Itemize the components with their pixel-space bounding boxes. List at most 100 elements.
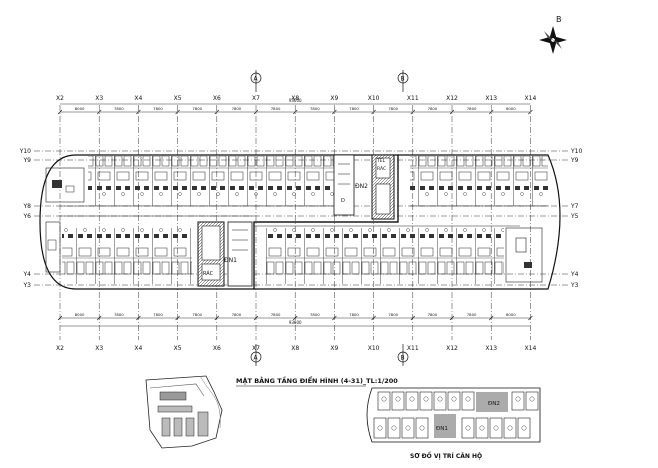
key-core-dn2-label: ĐN2 (488, 401, 500, 407)
east-end-units (505, 227, 543, 283)
x-axis-label: X3 (95, 345, 103, 352)
apartment-key-plan: ĐN2 ĐN1 SƠ ĐỒ VỊ TRÍ CĂN HỘ (366, 387, 541, 460)
y-axis-label-right: Y3 (570, 282, 579, 289)
x-axis-label: X6 (213, 345, 221, 352)
key-core-dn1-label: ĐN1 (436, 426, 448, 432)
dimension-label: 7800 (388, 312, 398, 317)
y-axis-label-right: Y7 (570, 203, 579, 210)
corridor (60, 205, 548, 227)
x-axis-label: X7 (252, 95, 260, 102)
core-dn1-label: ĐN1 (224, 257, 237, 264)
section-mark-b-label: B (401, 76, 405, 83)
compass-label: B (556, 15, 562, 24)
dimension-label: 8000 (506, 312, 516, 317)
x-axis-label: X3 (95, 95, 103, 102)
dimension-label: 7800 (271, 106, 281, 111)
dimension-label: 7800 (114, 312, 124, 317)
y-axis-label-right: Y5 (570, 213, 579, 220)
x-axis-label: X9 (330, 95, 338, 102)
key-unit-cell (373, 417, 387, 439)
x-axis-label: X5 (174, 345, 182, 352)
x-axis-label: X4 (134, 345, 142, 352)
key-unit-cell (517, 417, 531, 439)
x-axis-label: X12 (446, 345, 458, 352)
dimension-label: 7800 (428, 312, 438, 317)
dimension-label: 7800 (428, 106, 438, 111)
dimension-label: 7800 (114, 106, 124, 111)
dimension-label: 7800 (153, 312, 163, 317)
key-unit-cell (447, 391, 461, 411)
dimension-label: 7800 (232, 312, 242, 317)
dimension-label: 8000 (506, 106, 516, 111)
x-axis-label: X14 (525, 95, 537, 102)
dimension-label: 7800 (388, 106, 398, 111)
y-axis-label-right: Y9 (570, 157, 579, 164)
dimension-label: 7800 (153, 106, 163, 111)
section-mark-a-bottom: A (250, 344, 262, 366)
dimension-label: 8000 (75, 312, 85, 317)
dimension-label: 7800 (349, 106, 359, 111)
key-unit-cell (415, 417, 429, 439)
key-unit-cell (475, 417, 489, 439)
site-plan-thumbnail (145, 375, 223, 449)
overall-dimension-label: 93600 (289, 320, 302, 325)
x-axis-label: X6 (213, 95, 221, 102)
x-axis-gridlines: X2X2X3X3X4X4X5X5X6X6X7X7X8X8X9X9X10X10X1… (56, 95, 536, 352)
core-dn2-label: ĐN2 (355, 183, 368, 190)
key-unit-cell (433, 391, 447, 411)
building-outline (39, 154, 561, 290)
y-axis-label-left: Y8 (23, 203, 32, 210)
main-caption: MẶT BẰNG TẦNG ĐIỂN HÌNH (4-31)_TL:1/200 (236, 375, 398, 387)
y-axis-label-left: Y9 (23, 157, 32, 164)
core-dn2-d-label: D (341, 198, 345, 204)
x-axis-label: X9 (330, 345, 338, 352)
x-axis-label: X13 (485, 345, 497, 352)
x-axis-label: X10 (368, 345, 380, 352)
x-axis-label: X12 (446, 95, 458, 102)
y-axis-label-right: Y10 (570, 148, 582, 155)
key-unit-cell (377, 391, 391, 411)
key-unit-cell (419, 391, 433, 411)
dimension-label: 7800 (467, 106, 477, 111)
key-unit-cell (405, 391, 419, 411)
x-axis-label: X14 (525, 345, 537, 352)
key-unit-cell (461, 417, 475, 439)
core-dn2-rac-label: RÁC (377, 165, 386, 172)
dimension-label: 7800 (467, 312, 477, 317)
key-unit-cell (391, 391, 405, 411)
x-axis-label: X10 (368, 95, 380, 102)
key-unit-cell (511, 391, 525, 411)
north-units-right (410, 156, 548, 206)
x-axis-label: X5 (174, 95, 182, 102)
dimension-strings: 8000 7800 7800 7800 7800 7800 7800 7800 7800 7800… (57, 98, 533, 327)
dimension-label: 7800 (271, 312, 281, 317)
key-unit-cell (489, 417, 503, 439)
section-mark-b-bottom-label: B (401, 355, 405, 362)
y-axis-label-left: Y3 (23, 282, 32, 289)
key-unit-cell (401, 417, 415, 439)
x-axis-label: X7 (252, 345, 260, 352)
core-dn2: ĐN2 TEL RÁC D (333, 154, 395, 220)
dimension-label: 7800 (310, 106, 320, 111)
dimension-label: 7800 (192, 106, 202, 111)
key-unit-cell (503, 417, 517, 439)
south-units-left (62, 228, 192, 284)
x-axis-label: X13 (485, 95, 497, 102)
core-dn1: ĐN1 RÁC (197, 221, 253, 287)
y-axis-label-right: Y4 (570, 271, 579, 278)
main-caption-text: MẶT BẰNG TẦNG ĐIỂN HÌNH (4-31)_TL:1/200 (236, 375, 398, 385)
key-unit-cell (461, 391, 475, 411)
x-axis-label: X8 (291, 95, 299, 102)
dimension-label: 7800 (192, 312, 202, 317)
dimension-label: 7800 (232, 106, 242, 111)
north-units-left (88, 156, 334, 206)
key-unit-cell (387, 417, 401, 439)
x-axis-label: X4 (134, 95, 142, 102)
x-axis-label: X8 (291, 345, 299, 352)
section-mark-b-bottom: B (397, 344, 409, 366)
core-dn1-rac-label: RÁC (203, 270, 214, 277)
section-mark-a: A (250, 70, 262, 92)
dimension-label: 7800 (349, 312, 359, 317)
key-caption-text: SƠ ĐỒ VỊ TRÍ CĂN HỘ (410, 451, 482, 460)
